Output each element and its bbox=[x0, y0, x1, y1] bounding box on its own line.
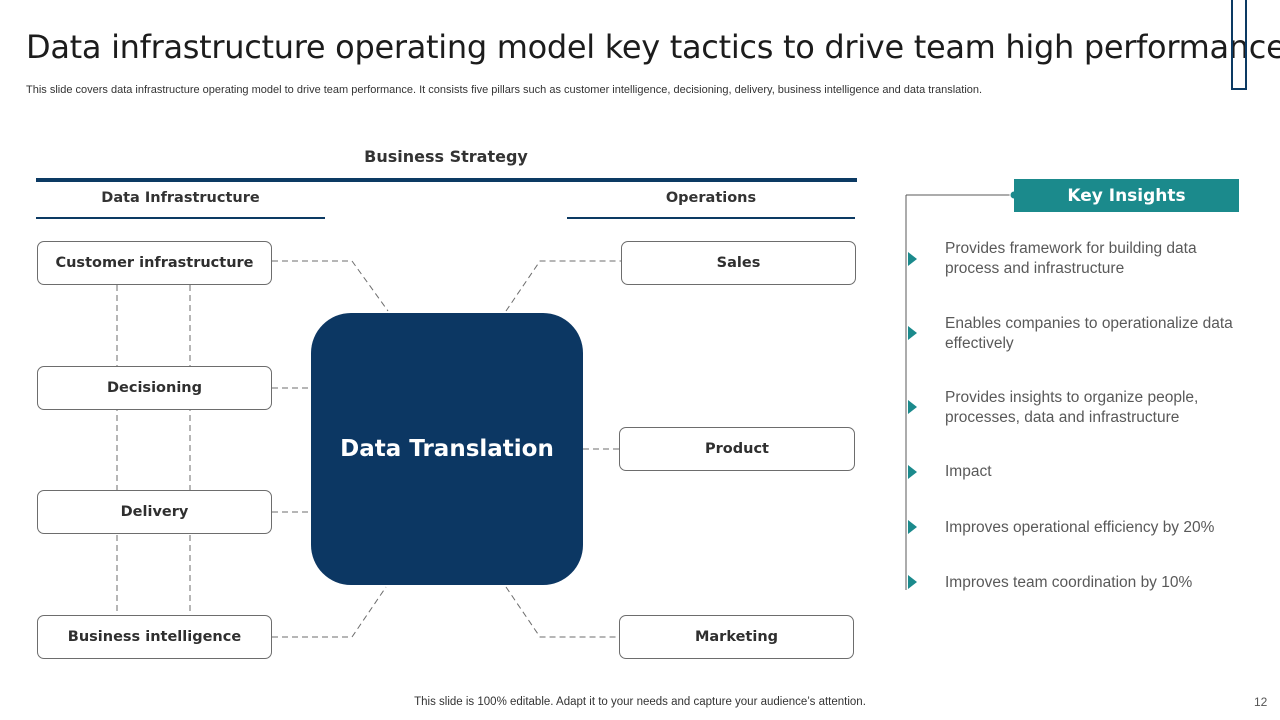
key-insights-heading: Key Insights bbox=[1014, 179, 1239, 212]
data-translation-box: Data Translation bbox=[311, 313, 583, 585]
marketing-box: Marketing bbox=[619, 615, 854, 659]
slide-footer: This slide is 100% editable. Adapt it to… bbox=[414, 696, 866, 708]
data-infrastructure-underline bbox=[36, 217, 325, 219]
bullet-arrow-icon bbox=[908, 326, 917, 340]
insight-item: Provides framework for building data pro… bbox=[945, 240, 1197, 277]
decisioning-box: Decisioning bbox=[37, 366, 272, 410]
business-strategy-heading: Business Strategy bbox=[364, 147, 528, 166]
insight-item: Enables companies to operationalize data… bbox=[945, 315, 1233, 352]
bullet-arrow-icon bbox=[908, 465, 917, 479]
bullet-arrow-icon bbox=[908, 575, 917, 589]
insight-item: Provides insights to organize people, pr… bbox=[945, 389, 1199, 426]
data-infrastructure-heading: Data Infrastructure bbox=[101, 190, 260, 206]
sales-box: Sales bbox=[621, 241, 856, 285]
operations-heading: Operations bbox=[665, 190, 757, 206]
bullet-arrow-icon bbox=[908, 520, 917, 534]
page-number: 12 bbox=[1254, 695, 1268, 709]
insight-item: Impact bbox=[945, 463, 992, 480]
customer-infrastructure-box: Customer infrastructure bbox=[37, 241, 272, 285]
operations-underline bbox=[567, 217, 855, 219]
delivery-box: Delivery bbox=[37, 490, 272, 534]
bullet-arrow-icon bbox=[908, 252, 917, 266]
product-box: Product bbox=[619, 427, 855, 471]
slide-title: Data infrastructure operating model key … bbox=[26, 28, 1280, 66]
business-strategy-bar bbox=[36, 178, 857, 182]
business-intelligence-box: Business intelligence bbox=[37, 615, 272, 659]
slide-subtitle: This slide covers data infrastructure op… bbox=[26, 84, 983, 96]
bullet-arrow-icon bbox=[908, 400, 917, 414]
insight-item: Improves operational efficiency by 20% bbox=[945, 519, 1215, 536]
corner-decoration bbox=[1231, 0, 1247, 90]
insight-item: Improves team coordination by 10% bbox=[945, 574, 1193, 591]
